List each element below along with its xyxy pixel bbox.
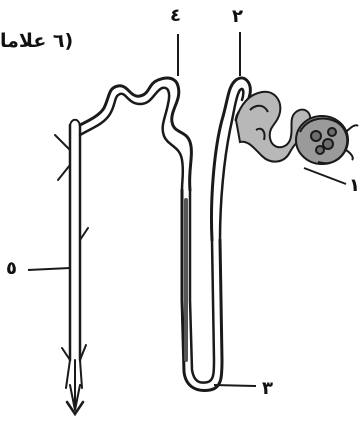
bowmans-capsule — [296, 116, 358, 164]
marks-heading: (٦ علاما — [0, 30, 110, 52]
label-2: ٢ — [232, 6, 243, 27]
leader-3 — [214, 385, 256, 386]
label-1: ١ — [349, 175, 359, 196]
loop-of-henle — [182, 190, 222, 390]
collecting-duct — [55, 120, 88, 414]
leader-5 — [28, 268, 70, 270]
label-4: ٤ — [170, 5, 181, 26]
label-3: ٣ — [262, 378, 273, 399]
leader-1 — [304, 168, 346, 184]
distal-tubule — [80, 78, 191, 190]
label-5: ٥ — [6, 258, 17, 279]
